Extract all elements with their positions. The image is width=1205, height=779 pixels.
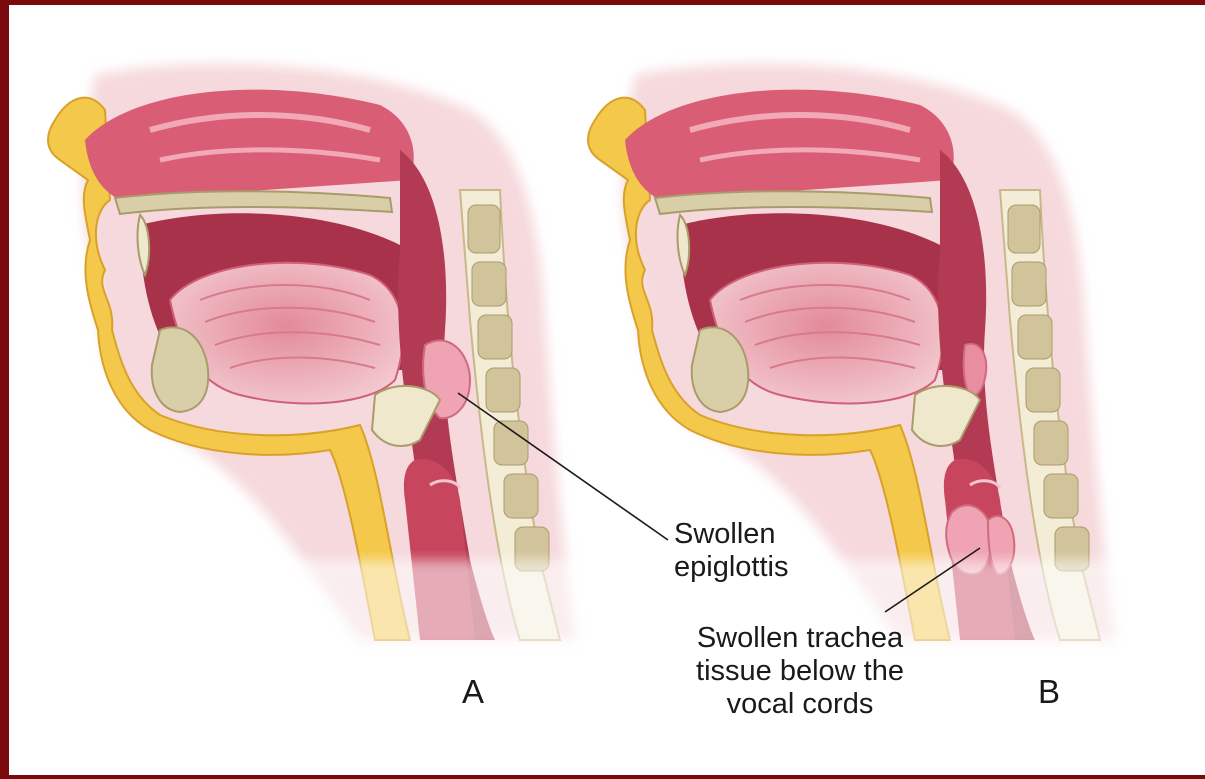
panel-a-fade	[300, 560, 620, 650]
panel-a-vertebra	[504, 474, 538, 518]
panel-a-vertebra	[478, 315, 512, 359]
panel-b-vertebra	[1012, 262, 1046, 306]
panel-b-vertebra	[1034, 421, 1068, 465]
panel-a-vertebra	[472, 262, 506, 306]
panel-a-vertebra	[486, 368, 520, 412]
panel-a-vertebra	[468, 205, 500, 253]
panel-a-vertebra	[494, 421, 528, 465]
panel-b-vertebra	[1008, 205, 1040, 253]
panel-b-letter: B	[1038, 673, 1060, 711]
panel-b-vertebra	[1044, 474, 1078, 518]
trachea-label: Swollen trachea tissue below the vocal c…	[680, 622, 920, 721]
panel-a-head	[48, 64, 620, 650]
panel-b-vertebra	[1018, 315, 1052, 359]
epiglottis-label: Swollen epiglottis	[674, 518, 788, 584]
panel-b-vertebra	[1026, 368, 1060, 412]
panel-a-letter: A	[462, 673, 484, 711]
